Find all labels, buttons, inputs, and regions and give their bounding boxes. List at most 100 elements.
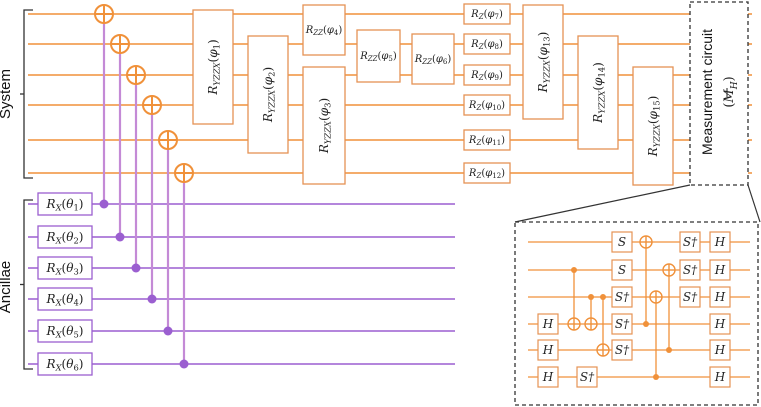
rz-gate-box (463, 162, 511, 184)
rx-gate-label: RX(θ3) (46, 261, 84, 277)
rotation-gate-box (247, 35, 289, 154)
inset-control-dot (666, 347, 672, 353)
inset-gate-label: H (714, 370, 726, 384)
inset-gate-label: H (714, 317, 726, 331)
inset-gate-label: S† (615, 290, 630, 304)
inset-gate-label: S (618, 235, 626, 249)
inset-gate-label: S† (580, 370, 595, 384)
inset-gate-box (679, 286, 701, 308)
rx-gate-label: RX(θ4) (46, 292, 84, 308)
inset-gate-box (611, 286, 633, 308)
rz-gate-label: RZ(φ7) (470, 9, 503, 22)
register-brackets: System Ancillae (0, 9, 33, 370)
rx-gate-label: RX(θ2) (46, 230, 84, 246)
rx-gate-label: RX(θ5) (46, 324, 84, 340)
rz-gate-box (463, 33, 511, 55)
control-dot (131, 263, 141, 273)
control-dot (179, 359, 189, 369)
inset-gate-box (709, 366, 731, 388)
rotation-gate-label: RZZ(φ6) (414, 54, 452, 67)
rz-gate-label: RZ(φ8) (470, 39, 503, 52)
inset-control-dot (588, 294, 594, 300)
inset-gate-label: S† (683, 263, 698, 277)
rz-gate-label: RZ(φ12) (468, 168, 505, 181)
control-dot (99, 199, 109, 209)
inset-gate-label: S† (683, 290, 698, 304)
system-bracket (23, 9, 33, 179)
rotation-gate-label: RZZ(φ4) (305, 25, 343, 38)
rotation-gate-label: RYZZX(φ13) (536, 32, 552, 94)
inset-gate-box (537, 366, 559, 388)
rotation-gate-label: RYZZX(φ14) (591, 62, 607, 124)
measurement-symbol: (MH) (722, 76, 740, 107)
rotation-gate-label: RYZZX(φ15) (646, 96, 662, 158)
inset-control-dot (653, 374, 659, 380)
cnot-connectors (94, 4, 194, 369)
rotation-gate-box (302, 66, 346, 185)
control-dot (163, 326, 173, 336)
inset-control-dot (571, 267, 577, 273)
control-dot (147, 294, 157, 304)
inset-gate-box (611, 259, 633, 281)
system-register-label: System (0, 69, 14, 119)
inset-control-dot (600, 294, 606, 300)
inset-gate-box (611, 313, 633, 335)
rx-gate-box (37, 319, 93, 343)
rotation-gate-box (192, 9, 234, 125)
rotation-gate-box (411, 33, 455, 85)
inset-gate-label: H (714, 263, 726, 277)
inset-gate-box (611, 231, 633, 253)
rz-gate-label: RZ(φ9) (470, 70, 503, 83)
rotation-gate-box (522, 4, 564, 120)
rotation-gate-label: RYZZX(φ3) (317, 98, 333, 154)
zoom-line (747, 184, 761, 223)
rx-gate-label: RX(θ1) (46, 197, 84, 213)
inset-gate-box (709, 313, 731, 335)
rx-gate-box (37, 192, 93, 216)
inset-control-dot (643, 321, 649, 327)
inset-gate-label: S† (615, 317, 630, 331)
ancilla-register-label: Ancillae (0, 261, 14, 314)
inset-gate-box (537, 339, 559, 361)
rz-gate-label: RZ(φ11) (468, 135, 505, 148)
rx-gate-box (37, 287, 93, 311)
rz-gate-box (463, 94, 511, 116)
rz-gate-box (463, 129, 511, 151)
rx-gate-box (37, 352, 93, 376)
rotation-gate-box (356, 29, 401, 83)
inset-gate-label: H (714, 290, 726, 304)
inset-gate-box (679, 231, 701, 253)
inset-gate-box (679, 259, 701, 281)
inset-gate-box (709, 231, 731, 253)
rx-gate-label: RX(θ6) (46, 357, 84, 373)
measurement-title: Measurement circuit (699, 29, 715, 155)
ancilla-bracket (23, 199, 33, 370)
rz-gate-box (463, 3, 511, 25)
zoom-line (514, 184, 691, 223)
circuit-gates: RX(θ1) RX(θ2) RX(θ3) RX(θ4) RX(θ5) RX(θ6) RYZZ… (37, 3, 674, 376)
inset-gate-label: H (714, 235, 726, 249)
rotation-gate-box (577, 35, 619, 150)
inset-gate-label: S† (683, 235, 698, 249)
inset-gate-label: S† (615, 343, 630, 357)
inset-gate-box (709, 286, 731, 308)
inset-gate-label: H (714, 343, 726, 357)
control-dot (115, 232, 125, 242)
inset-gate-label: H (542, 317, 554, 331)
inset-gate-box (611, 339, 633, 361)
inset-gate-label: H (542, 370, 554, 384)
measurement-box (689, 1, 749, 186)
inset-gate-label: H (542, 343, 554, 357)
rz-gate-label: RZ(φ10) (468, 100, 505, 113)
rz-gate-box (463, 64, 511, 86)
measurement-block: Measurement circuit (MH) (689, 1, 749, 186)
inset-gate-box (709, 339, 731, 361)
rx-gate-box (37, 225, 93, 249)
rotation-gate-label: RZZ(φ5) (359, 51, 397, 64)
inset-gate-box (537, 313, 559, 335)
inset-gate-box (576, 366, 598, 388)
rx-gate-box (37, 256, 93, 280)
rotation-gate-box (302, 4, 346, 56)
